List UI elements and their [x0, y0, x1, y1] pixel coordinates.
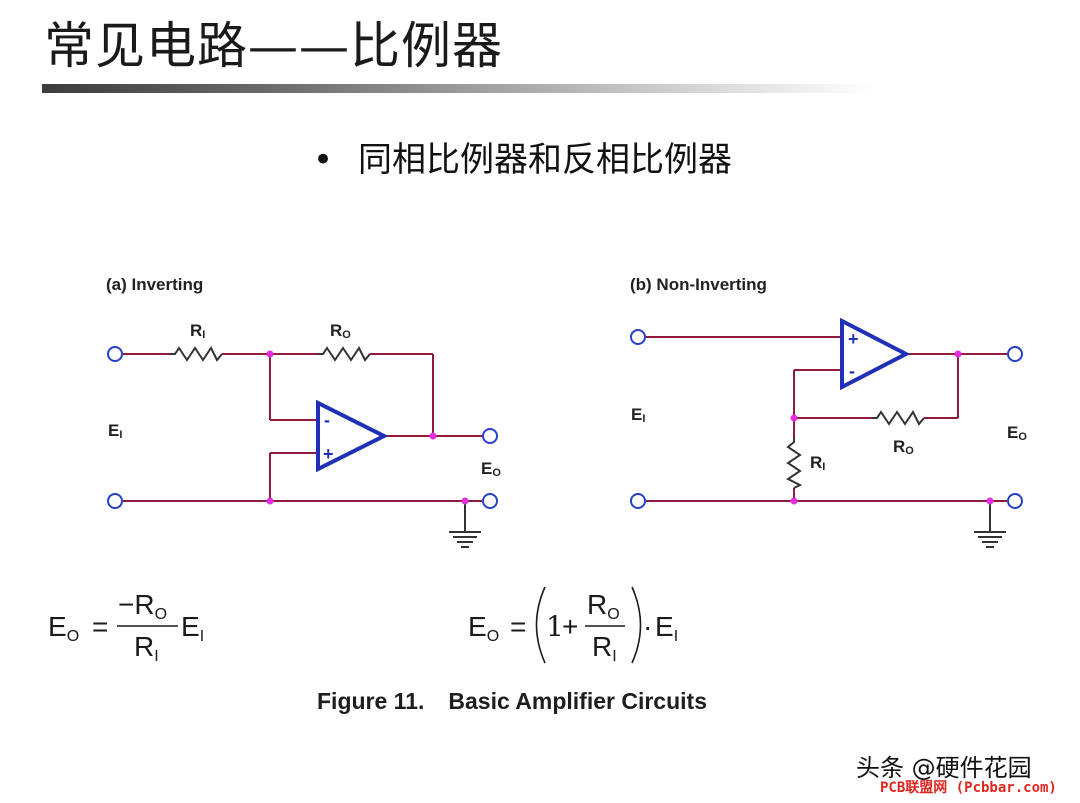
noninverting-feedback-resistor-label: RO — [893, 437, 914, 457]
noninv-eq-denominator: RI — [592, 631, 617, 665]
slide-title: 常见电路——比例器 — [44, 17, 503, 75]
inv-eq-equals: = — [92, 611, 108, 642]
watermark-site: PCB联盟网 (Pcbbar.com) — [880, 780, 1057, 796]
inverting-opamp-icon — [316, 399, 389, 473]
watermark-author: 头条 @硬件花园 — [856, 754, 1032, 782]
inverting-plus-sign: + — [323, 444, 334, 464]
noninverting-nodes — [790, 350, 994, 505]
noninverting-input-voltage-label: EI — [631, 405, 645, 425]
noninv-eq-dot: · — [643, 611, 652, 642]
noninv-eq-lhs: EO — [468, 611, 499, 645]
noninverting-minus-sign: - — [849, 361, 855, 381]
noninverting-terminals — [630, 329, 1023, 509]
inverting-terminals — [107, 346, 498, 509]
noninverting-equation: EO = 1 + RO RI · EI — [468, 586, 678, 665]
noninverting-wires — [646, 336, 1007, 502]
figure-number: Figure 11. — [317, 688, 425, 714]
noninverting-circuit-label: (b) Non-Inverting — [630, 275, 767, 294]
noninverting-output-voltage-label: EO — [1007, 423, 1027, 443]
inverting-nodes — [266, 350, 469, 505]
figure-caption: Figure 11. Basic Amplifier Circuits — [317, 688, 707, 715]
figure-caption-text: Basic Amplifier Circuits — [448, 688, 707, 714]
inverting-input-resistor-label: RI — [190, 321, 205, 341]
inverting-wires — [123, 353, 482, 502]
inverting-feedback-resistor-label: RO — [330, 321, 351, 341]
noninverting-ground-resistor-label: RI — [810, 453, 825, 473]
inverting-feedback-resistor — [318, 346, 371, 362]
noninv-eq-one: 1 — [546, 610, 564, 643]
inverting-minus-sign: - — [324, 410, 330, 430]
noninverting-plus-sign: + — [848, 329, 859, 349]
noninv-eq-rhs: EI — [655, 611, 678, 645]
inverting-ground-icon — [449, 501, 481, 548]
noninv-eq-plus: + — [562, 611, 578, 642]
inverting-circuit-label: (a) Inverting — [106, 275, 203, 294]
noninv-eq-right-paren — [631, 586, 642, 664]
inv-eq-lhs: EO — [48, 611, 79, 645]
inv-eq-rhs: EI — [181, 611, 204, 645]
inv-eq-denominator: RI — [134, 631, 159, 665]
bullet-text: 同相比例器和反相比例器 — [358, 140, 732, 180]
noninverting-feedback-resistor — [872, 410, 925, 426]
noninv-eq-equals: = — [510, 611, 526, 642]
noninv-eq-numerator: RO — [587, 589, 620, 623]
noninverting-opamp-icon — [840, 317, 911, 391]
bullet-line: • 同相比例器和反相比例器 — [313, 132, 732, 181]
inverting-equation: EO = −RO RI EI — [48, 589, 204, 665]
title-underline-bar — [42, 84, 872, 93]
noninverting-ground-icon — [974, 501, 1006, 548]
inverting-input-resistor — [170, 346, 223, 362]
noninverting-ground-resistor — [786, 438, 803, 489]
bullet-dot-icon: • — [313, 140, 334, 180]
noninv-eq-left-paren — [535, 586, 546, 664]
inverting-output-voltage-label: EO — [481, 459, 501, 479]
inverting-input-voltage-label: EI — [108, 421, 122, 441]
inv-eq-numerator: −RO — [118, 589, 167, 623]
